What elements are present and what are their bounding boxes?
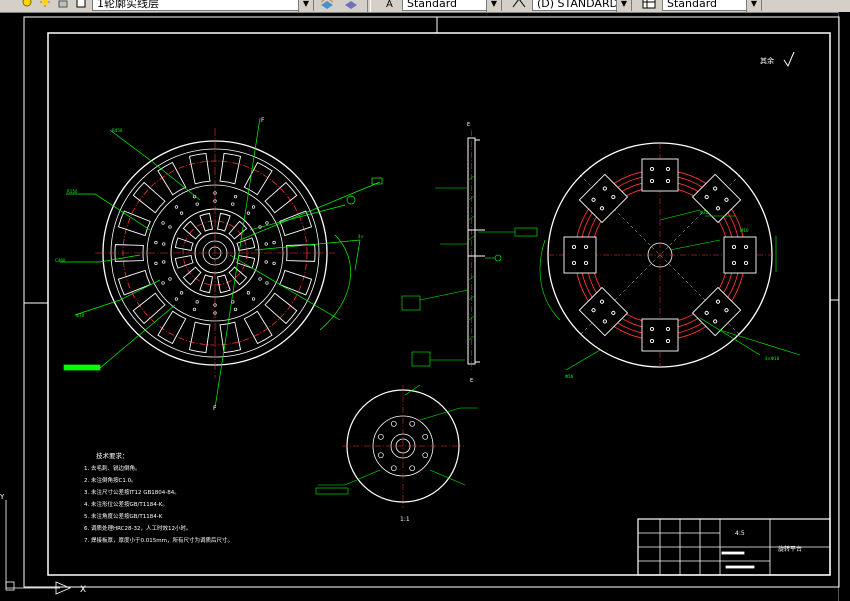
sheet-outer-border <box>23 16 840 588</box>
chevron-down-icon[interactable]: ▼ <box>298 0 313 12</box>
text-style-combo-value: Standard <box>407 0 458 10</box>
svg-text:3×Φ18: 3×Φ18 <box>765 356 780 361</box>
svg-text:E: E <box>467 122 470 128</box>
tech-req-item: 3. 未注尺寸公差按IT12 GB1804-84。 <box>84 488 180 496</box>
small-disc-view: 1:1 <box>342 385 464 523</box>
chevron-down-icon[interactable]: ▼ <box>486 0 501 12</box>
svg-text:Φ20: Φ20 <box>700 210 709 215</box>
layer-states-icon[interactable] <box>320 0 334 10</box>
toolbar-divider <box>367 0 371 12</box>
table-style-combo-value: Standard <box>667 0 718 10</box>
left-wheel-view: F F <box>95 117 335 412</box>
right-platform-view <box>547 142 773 368</box>
text-style-icon[interactable]: A <box>384 0 398 10</box>
layer-combo-value: 1轮廓实线层 <box>97 0 159 10</box>
tech-req-item: 4. 未注形位公差按GB/T1184-K。 <box>84 500 168 508</box>
svg-text:4×: 4× <box>358 234 364 239</box>
right-dimension-leaders <box>539 209 801 371</box>
small-disc-leaders <box>315 384 478 495</box>
top-right-note: 其余 <box>760 56 774 65</box>
toolbar: 1轮廓实线层 ▼ A Standard ▼ (D) STANDARD ▼ Sta… <box>0 0 850 13</box>
drawing-frame <box>47 32 831 576</box>
svg-text:A: A <box>386 0 393 10</box>
svg-text:M10: M10 <box>740 228 749 233</box>
small-view-label: 1:1 <box>400 516 410 523</box>
left-dimension-leaders <box>60 129 383 371</box>
svg-text:C460: C460 <box>55 258 66 263</box>
tech-req-item: 2. 未注倒角按C1.0。 <box>84 476 137 484</box>
tech-req-item: 5. 未注角度公差按GB/T1184-K <box>84 512 163 520</box>
tech-req-item: 6. 调质处理HRC28-32，人工时效12小时。 <box>84 524 192 532</box>
title-block <box>637 518 831 576</box>
layer-previous-icon[interactable] <box>344 0 358 10</box>
chevron-down-icon[interactable]: ▼ <box>746 0 761 12</box>
svg-text:E: E <box>470 378 473 384</box>
table-style-icon[interactable] <box>642 0 656 10</box>
layer-sun-icon[interactable] <box>38 0 52 10</box>
dim-style-icon[interactable] <box>512 0 526 10</box>
section-view: E E <box>467 122 485 384</box>
roughness-symbol-icon <box>783 51 795 68</box>
text-style-combo[interactable]: Standard ▼ <box>402 0 502 12</box>
dim-style-combo[interactable]: (D) STANDARD ▼ <box>532 0 632 12</box>
title-block-name: 旋转平台 <box>778 545 802 553</box>
ucs-icon <box>5 500 72 595</box>
layer-color-icon[interactable] <box>74 0 88 10</box>
ucs-x-label: X <box>80 585 86 595</box>
tech-req-item: 1. 去毛刺、锐边倒角。 <box>84 464 141 472</box>
ucs-y-label: Y <box>0 493 5 501</box>
svg-text:R150: R150 <box>67 189 78 194</box>
layer-combo[interactable]: 1轮廓实线层 ▼ <box>92 0 314 12</box>
tech-requirements: 技术要求： 1. 去毛刺、锐边倒角。 2. 未注倒角按C1.0。 3. 未注尺寸… <box>84 451 233 544</box>
svg-text:R450: R450 <box>112 128 123 133</box>
title-block-scale: 4:5 <box>735 530 745 537</box>
tech-req-item: 7. 焊接板厚，厚度小于0.015mm，所有尺寸为调质后尺寸。 <box>84 536 233 544</box>
table-style-combo[interactable]: Standard ▼ <box>662 0 762 12</box>
section-label-f-top: F <box>261 117 265 124</box>
chevron-down-icon[interactable]: ▼ <box>616 0 631 12</box>
layer-lock-icon[interactable] <box>56 0 70 10</box>
svg-text:Φ56: Φ56 <box>565 374 574 379</box>
section-leaders <box>401 187 538 367</box>
dim-style-combo-value: (D) STANDARD <box>537 0 619 10</box>
layer-bulb-icon[interactable] <box>20 0 34 10</box>
section-label-f-bottom: F <box>213 405 217 412</box>
tech-req-heading: 技术要求： <box>96 451 129 460</box>
svg-text:Φ70: Φ70 <box>76 313 85 318</box>
